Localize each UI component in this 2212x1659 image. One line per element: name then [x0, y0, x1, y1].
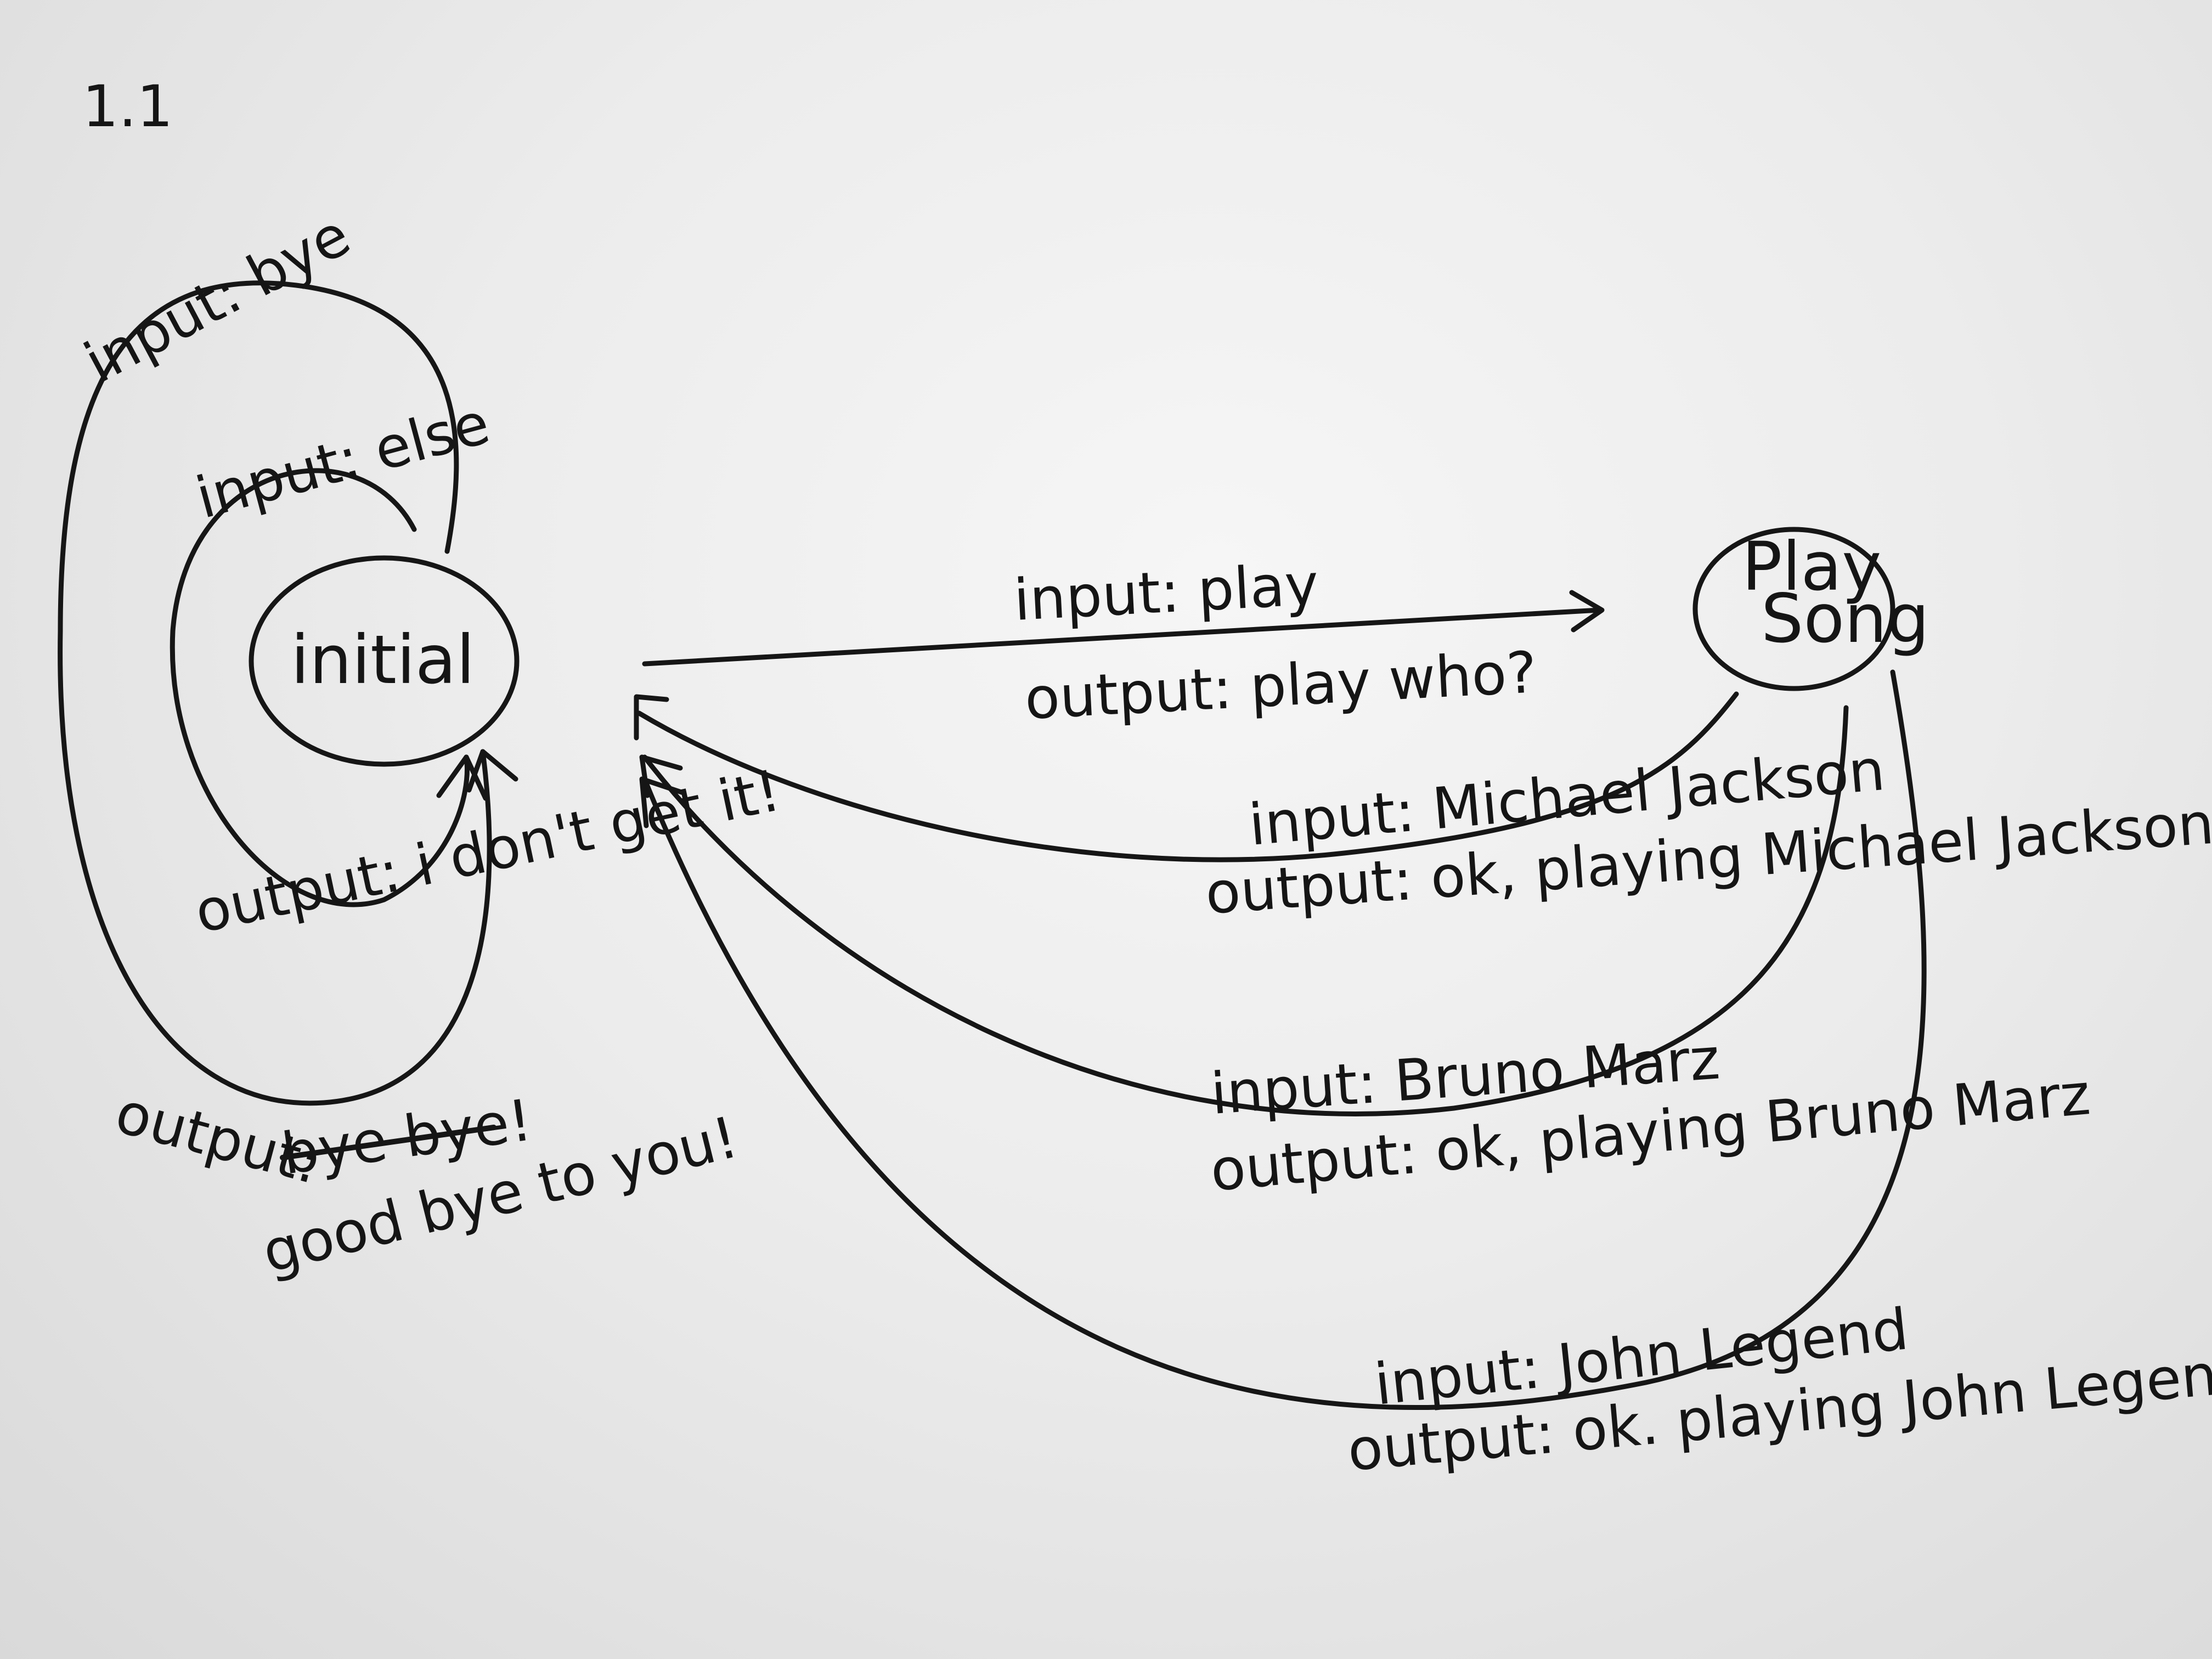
- transition-else: input: else output: i don't get it!: [170, 390, 786, 946]
- state-initial: initial: [249, 555, 520, 767]
- state-play-song: Play Song: [1692, 527, 1929, 691]
- play-output-label: output: play who?: [1023, 639, 1538, 732]
- state-play-song-circle: [1692, 527, 1895, 691]
- else-loop-arrowhead: [436, 754, 488, 801]
- john-arrow: [642, 669, 1927, 1410]
- page-number: 1.1: [82, 73, 173, 140]
- michael-arrowhead: [634, 694, 669, 741]
- transition-michael: input: Michael Jackson output: ok, playi…: [634, 691, 2212, 927]
- michael-arrow: [636, 691, 1739, 862]
- play-input-label: input: play: [1012, 551, 1320, 634]
- bye-input-label: input: bye: [74, 201, 360, 396]
- state-initial-circle: [249, 555, 520, 767]
- state-play-song-line2: Song: [1761, 580, 1929, 658]
- transition-play: input: play output: play who?: [642, 551, 1605, 732]
- john-arrowhead: [639, 776, 686, 828]
- transition-bruno: input: Bruno Marz output: ok, playing Br…: [639, 705, 2093, 1204]
- else-loop-arrow: [170, 468, 470, 907]
- play-arrowhead: [1569, 590, 1605, 633]
- bye-loop-arrowhead: [466, 749, 518, 793]
- bye-loop-arrow: [58, 280, 492, 1106]
- bruno-arrow: [642, 705, 1849, 1116]
- strikethrough-line: [280, 1125, 496, 1160]
- play-arrow: [642, 607, 1602, 667]
- state-play-song-line1: Play: [1742, 528, 1881, 606]
- state-initial-label: initial: [291, 621, 475, 699]
- transition-bye: input: bye output: bye bye! good bye to …: [58, 201, 744, 1286]
